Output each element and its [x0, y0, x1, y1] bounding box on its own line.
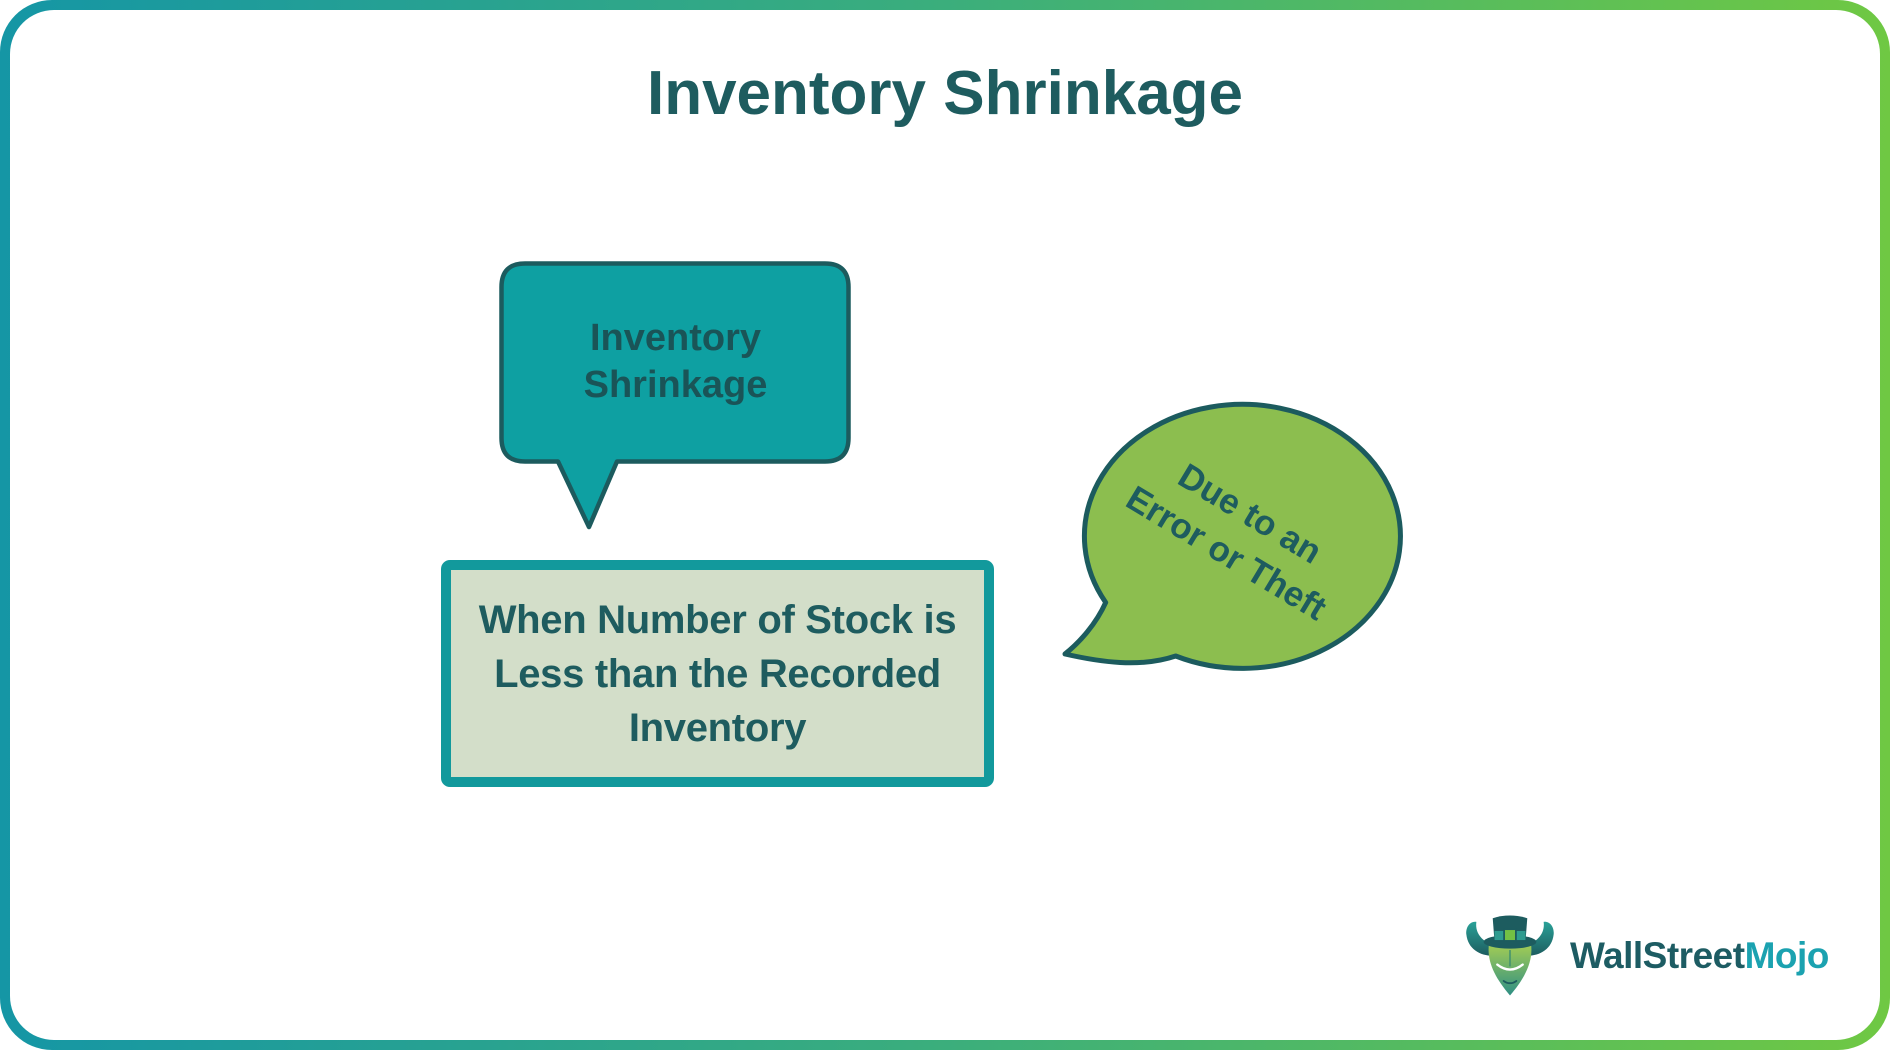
term-line-2: Shrinkage — [583, 363, 768, 406]
cause-bubble-text: Due to an Error or Theft — [1060, 394, 1416, 674]
cause-text-rotated: Due to an Error or Theft — [1118, 436, 1359, 631]
hat-buckle — [1503, 928, 1517, 942]
brand-logo-text: WallStreetMojo — [1570, 935, 1829, 977]
logo-text-secondary: Mojo — [1744, 934, 1830, 976]
term-speech-bubble: Inventory Shrinkage — [499, 261, 852, 532]
definition-line-2: Less than the Recorded — [494, 651, 941, 696]
brand-logo: WallStreetMojo — [1460, 908, 1829, 1003]
frame-inner — [10, 10, 1880, 1040]
bull-mascot-icon — [1466, 915, 1554, 996]
logo-text-primary: WallStreet — [1570, 934, 1745, 976]
term-bubble-text: Inventory Shrinkage — [499, 261, 852, 462]
definition-box: When Number of Stock is Less than the Re… — [441, 560, 994, 787]
speech-bubble-shape-icon — [499, 261, 851, 530]
balloon-shape-icon — [1062, 401, 1403, 671]
definition-line-1: When Number of Stock is — [478, 597, 957, 642]
bull-smile — [1496, 963, 1524, 971]
page-title: Inventory Shrinkage — [646, 59, 1244, 128]
bull-nose — [1502, 980, 1518, 985]
term-line-1: Inventory — [589, 316, 762, 359]
definition-line-3: Inventory — [628, 705, 807, 750]
cause-speech-balloon: Due to an Error or Theft — [1060, 394, 1416, 684]
